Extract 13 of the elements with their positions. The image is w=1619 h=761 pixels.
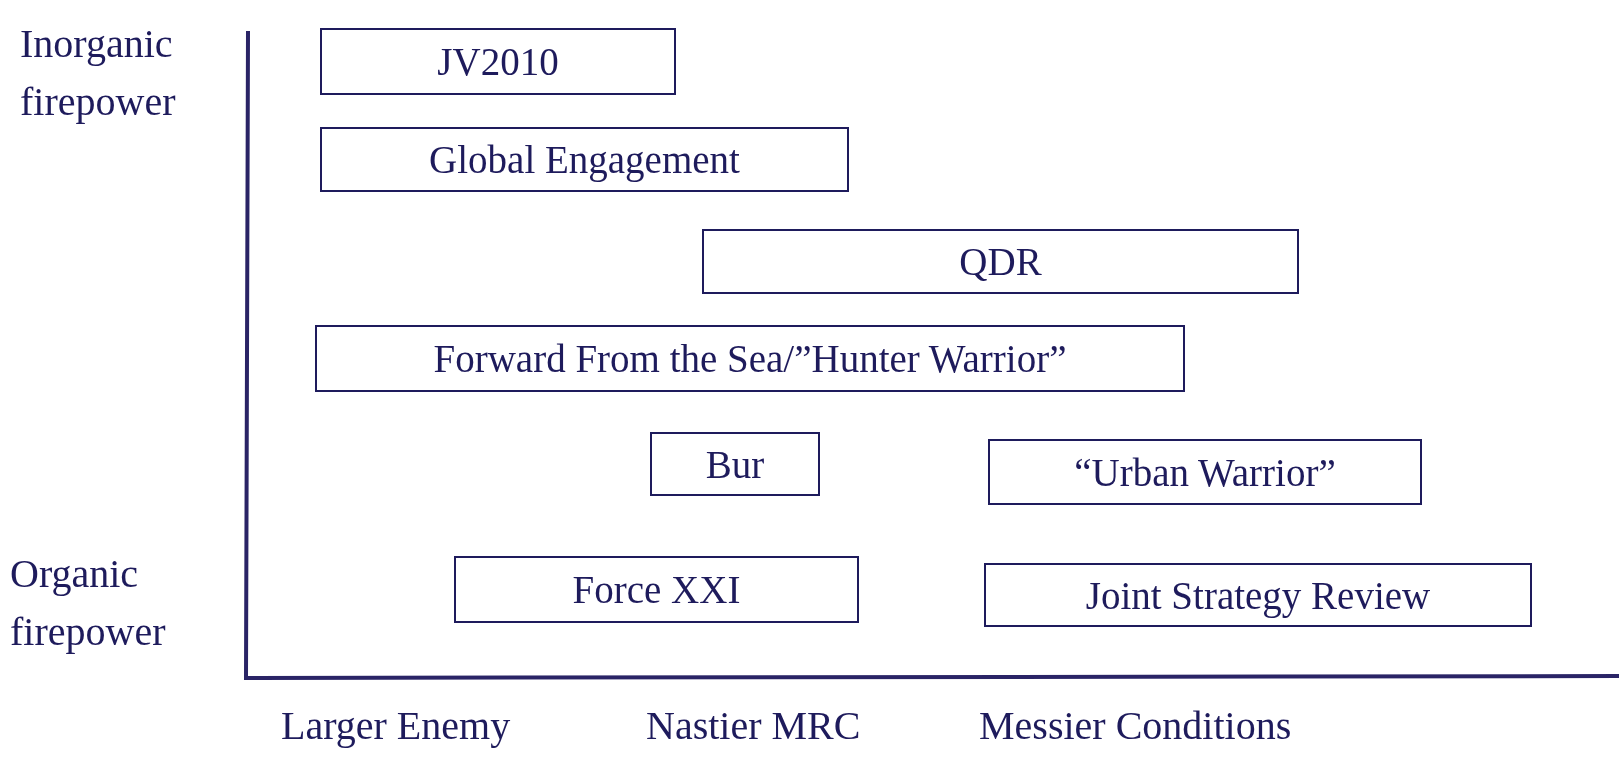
program-box: “Urban Warrior”: [988, 439, 1422, 505]
program-box: Global Engagement: [320, 127, 849, 192]
program-box: JV2010: [320, 28, 676, 95]
axis-category-label: Messier Conditions: [979, 703, 1292, 749]
axis-label: Inorganic firepower: [20, 20, 177, 126]
program-box: Joint Strategy Review: [984, 563, 1532, 627]
program-box: Bur: [650, 432, 820, 496]
axis-category-label: Nastier MRC: [646, 703, 861, 749]
program-box: QDR: [702, 229, 1299, 294]
program-box: Force XXI: [454, 556, 859, 623]
program-box: Forward From the Sea/”Hunter Warrior”: [315, 325, 1185, 392]
axis-category-label: Larger Enemy: [281, 703, 511, 749]
axis-label: Organic firepower: [10, 550, 167, 656]
